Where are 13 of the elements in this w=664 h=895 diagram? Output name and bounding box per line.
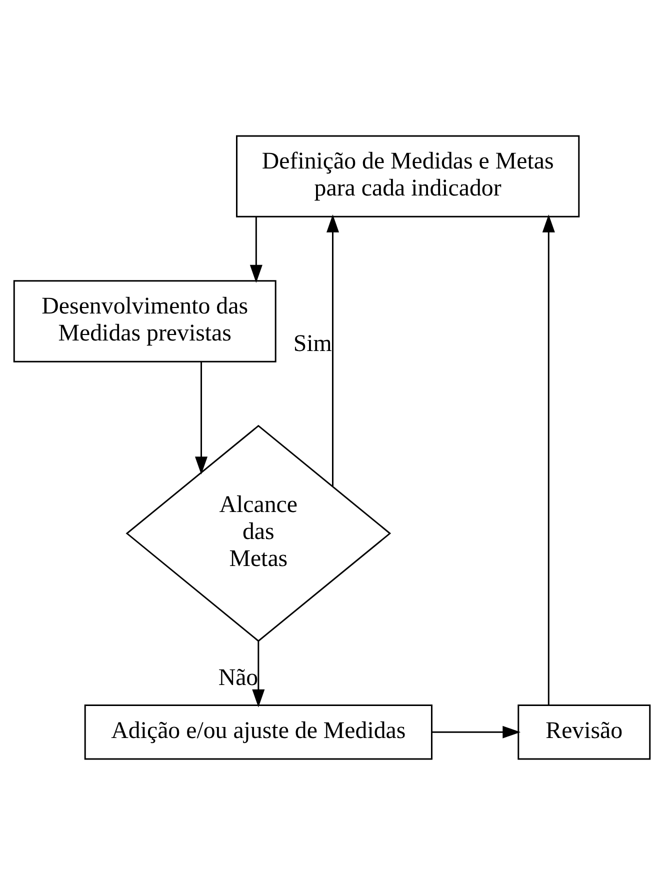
arrow [326,214,340,486]
arrow [432,726,521,738]
edge-label: Não [218,664,258,691]
node-diamond: Alcance das Metas [126,424,392,642]
arrow [194,362,208,475]
node-box: Adição e/ou ajuste de Medidas [84,704,432,760]
node-box: Desenvolvimento das Medidas previstas [13,280,276,362]
arrow [250,216,262,283]
arrow [542,214,555,705]
arrow [252,642,265,708]
edge-label: Sim [293,331,332,358]
node-box: Definição de Medidas e Metas para cada indicador [236,135,580,218]
node-box: Revisão [518,704,651,760]
